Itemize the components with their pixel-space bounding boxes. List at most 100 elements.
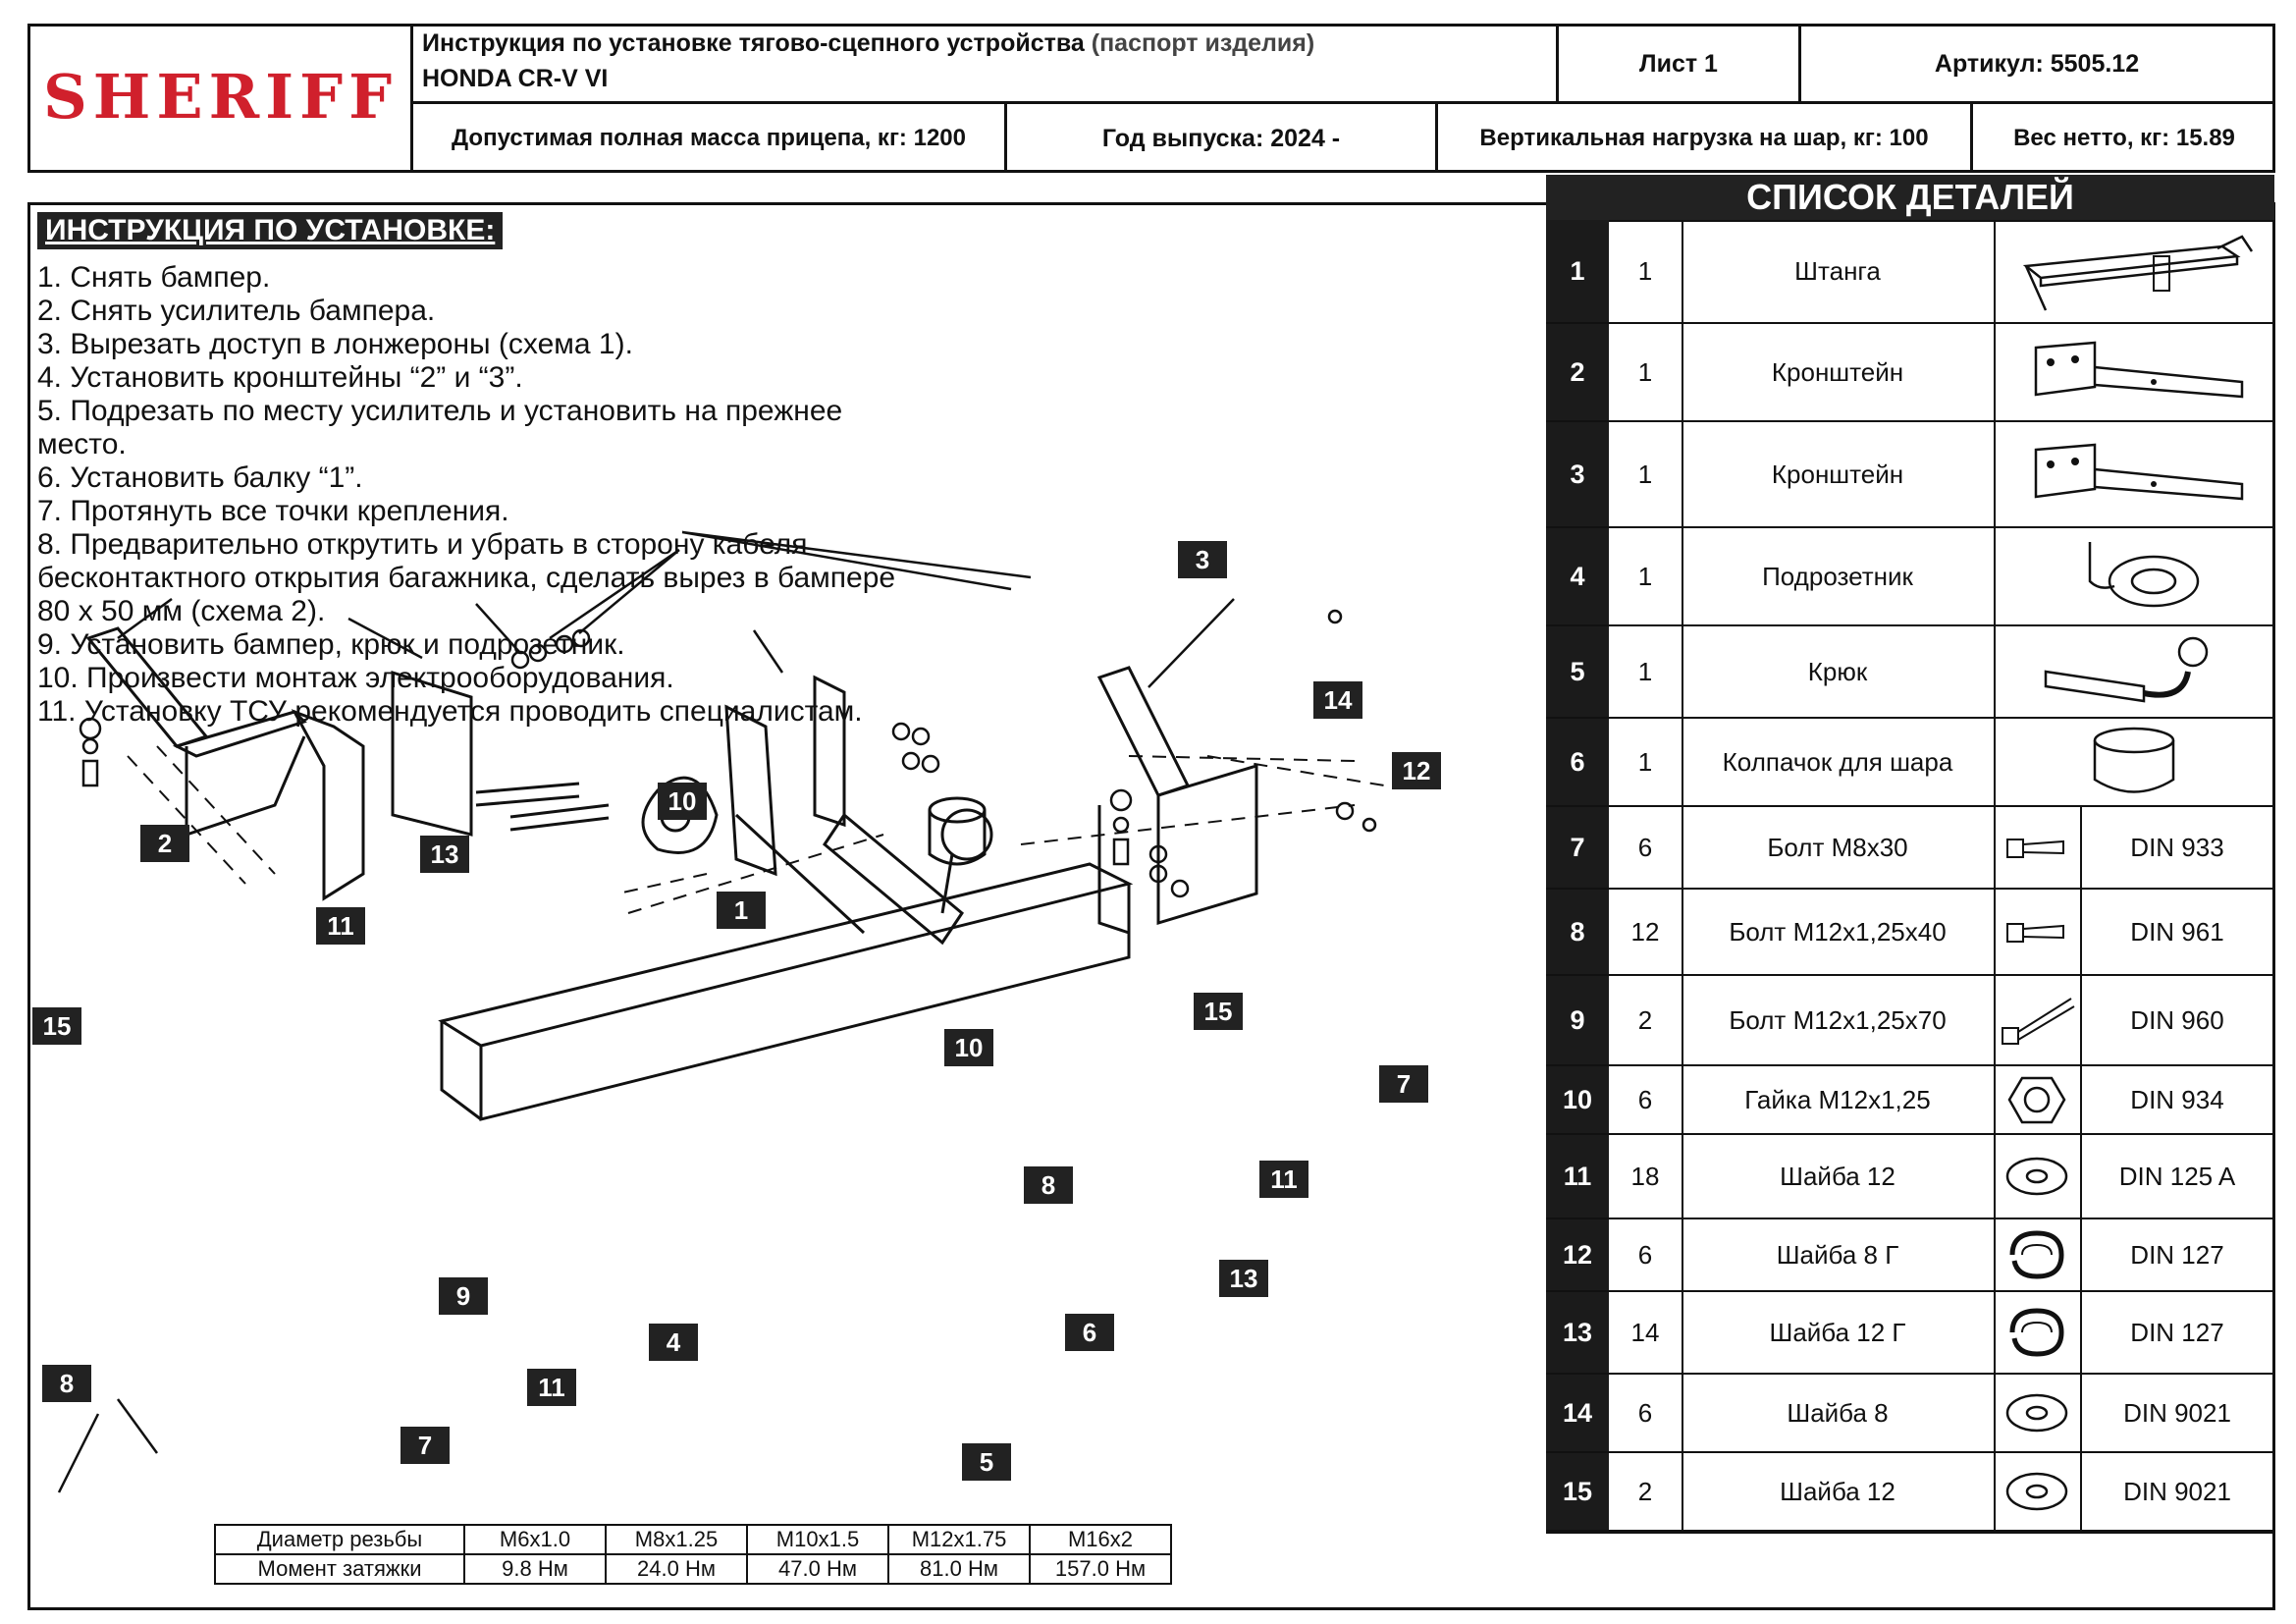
- production-year: Год выпуска: 2024 -: [1101, 124, 1341, 152]
- step-line: 8. Предварительно открутить и убрать в с…: [37, 528, 808, 561]
- part-number: 1: [1546, 220, 1609, 322]
- callout-11-bottom: 11: [527, 1369, 576, 1406]
- part-name: Гайка М12х1,25: [1682, 1066, 1996, 1133]
- step-line: 3. Вырезать доступ в лонжероны (схема 1)…: [37, 328, 633, 360]
- right-bracket: [1096, 666, 1191, 797]
- callout-13-left: 13: [420, 836, 469, 873]
- thread-cell: M16x2: [1029, 1524, 1172, 1555]
- thread-cell: M6x1.0: [463, 1524, 607, 1555]
- callout-6: 6: [1065, 1314, 1114, 1351]
- callout-4: 4: [649, 1324, 698, 1361]
- callout-10-top: 10: [658, 783, 707, 820]
- part-name: Шайба 12: [1682, 1453, 1996, 1530]
- vehicle-model: HONDA CR-V VI: [422, 65, 609, 92]
- callout-15-right: 15: [1194, 993, 1243, 1030]
- step-line: 10. Произвести монтаж электрооборудовани…: [37, 662, 674, 694]
- torque-cell: 9.8 Нм: [463, 1553, 607, 1585]
- callout-8-right: 8: [1024, 1166, 1073, 1204]
- document-title: Инструкция по установке тягово-сцепного …: [422, 29, 1315, 57]
- part-quantity: 6: [1609, 1066, 1683, 1133]
- part-number: 9: [1546, 976, 1609, 1064]
- torque-cell: 157.0 Нм: [1029, 1553, 1172, 1585]
- left-bracket: [85, 626, 209, 748]
- tow-bar-beam: [438, 862, 1134, 1048]
- part-number: 14: [1546, 1375, 1609, 1451]
- callout-1: 1: [717, 892, 766, 929]
- torque-row-label: Момент затяжки: [214, 1553, 465, 1585]
- callout-11-right: 11: [1259, 1161, 1308, 1198]
- washer-icon: [1994, 1375, 2082, 1451]
- header-frame: [27, 24, 2275, 173]
- part-standard: DIN 961: [2130, 916, 2224, 947]
- part-quantity: 1: [1609, 626, 1683, 717]
- callout-3: 3: [1178, 541, 1227, 578]
- callout-11-left: 11: [316, 907, 365, 945]
- socket-plate-icon: [1994, 528, 2274, 624]
- vertical-load: Вертикальная нагрузка на шар, кг: 100: [1479, 125, 1929, 151]
- step-line: место.: [37, 428, 127, 460]
- part-quantity: 6: [1609, 1219, 1683, 1290]
- part-number: 13: [1546, 1292, 1609, 1373]
- part-number: 11: [1546, 1135, 1609, 1218]
- part-number: 10: [1546, 1066, 1609, 1133]
- step-line: бесконтактного открытия багажника, сдела…: [37, 562, 896, 594]
- part-quantity: 6: [1609, 807, 1683, 888]
- part-number: 8: [1546, 890, 1609, 974]
- step-line: 2. Снять усилитель бампера.: [37, 295, 436, 327]
- bracket-icon: [1994, 324, 2274, 420]
- part-quantity: 6: [1609, 1375, 1683, 1451]
- receiver-plates: [724, 704, 777, 877]
- part-quantity: 1: [1609, 324, 1683, 420]
- step-line: 1. Снять бампер.: [37, 261, 271, 294]
- washer-icon: [1994, 1135, 2082, 1218]
- hook-icon: [1994, 626, 2274, 717]
- part-quantity: 14: [1609, 1292, 1683, 1373]
- nut-icon: [1994, 1066, 2082, 1133]
- part-quantity: 12: [1609, 890, 1683, 974]
- callout-8-left: 8: [42, 1365, 91, 1402]
- part-number: 4: [1546, 528, 1609, 624]
- sheet-number: Лист 1: [1639, 49, 1718, 78]
- callout-5: 5: [962, 1443, 1011, 1481]
- part-standard: DIN 9021: [2123, 1476, 2231, 1506]
- part-standard: DIN 9021: [2123, 1397, 2231, 1428]
- spring-washer-icon: [1994, 1292, 2082, 1373]
- torque-cell: 47.0 Нм: [746, 1553, 889, 1585]
- part-standard: DIN 933: [2130, 832, 2224, 862]
- callout-15-left: 15: [32, 1007, 81, 1045]
- part-quantity: 18: [1609, 1135, 1683, 1218]
- socket-plate: [641, 776, 719, 854]
- ball-cap: [928, 796, 987, 824]
- part-number: 2: [1546, 324, 1609, 420]
- instructions-block: ИНСТРУКЦИЯ ПО УСТАНОВКЕ: 1. Снять бампер…: [37, 212, 895, 729]
- step-line: 4. Установить кронштейны “2” и “3”.: [37, 361, 523, 394]
- step-line: 5. Подрезать по месту усилитель и устано…: [37, 395, 843, 427]
- part-number: 7: [1546, 807, 1609, 888]
- part-quantity: 1: [1609, 719, 1683, 805]
- bracket-icon: [1994, 422, 2274, 526]
- part-name: Болт М12х1,25х40: [1682, 890, 1996, 974]
- part-quantity: 2: [1609, 976, 1683, 1064]
- torque-table: Диаметр резьбы M6x1.0 M8x1.25 M10x1.5 M1…: [214, 1524, 1172, 1585]
- step-line: 6. Установить балку “1”.: [37, 461, 363, 494]
- instructions-steps: 1. Снять бампер. 2. Снять усилитель бамп…: [37, 261, 895, 729]
- callout-9: 9: [439, 1277, 488, 1315]
- article-number: Артикул: 5505.12: [1934, 49, 2140, 78]
- part-quantity: 1: [1609, 528, 1683, 624]
- instructions-title: ИНСТРУКЦИЯ ПО УСТАНОВКЕ:: [37, 212, 504, 249]
- part-standard: DIN 125 A: [2118, 1161, 2236, 1191]
- part-standard: DIN 934: [2130, 1084, 2224, 1114]
- max-trailer-mass: Допустимая полная масса прицепа, кг: 120…: [452, 125, 966, 151]
- long-bolt-icon: [1994, 976, 2082, 1064]
- part-number: 6: [1546, 719, 1609, 805]
- part-name: Колпачок для шара: [1682, 719, 1996, 805]
